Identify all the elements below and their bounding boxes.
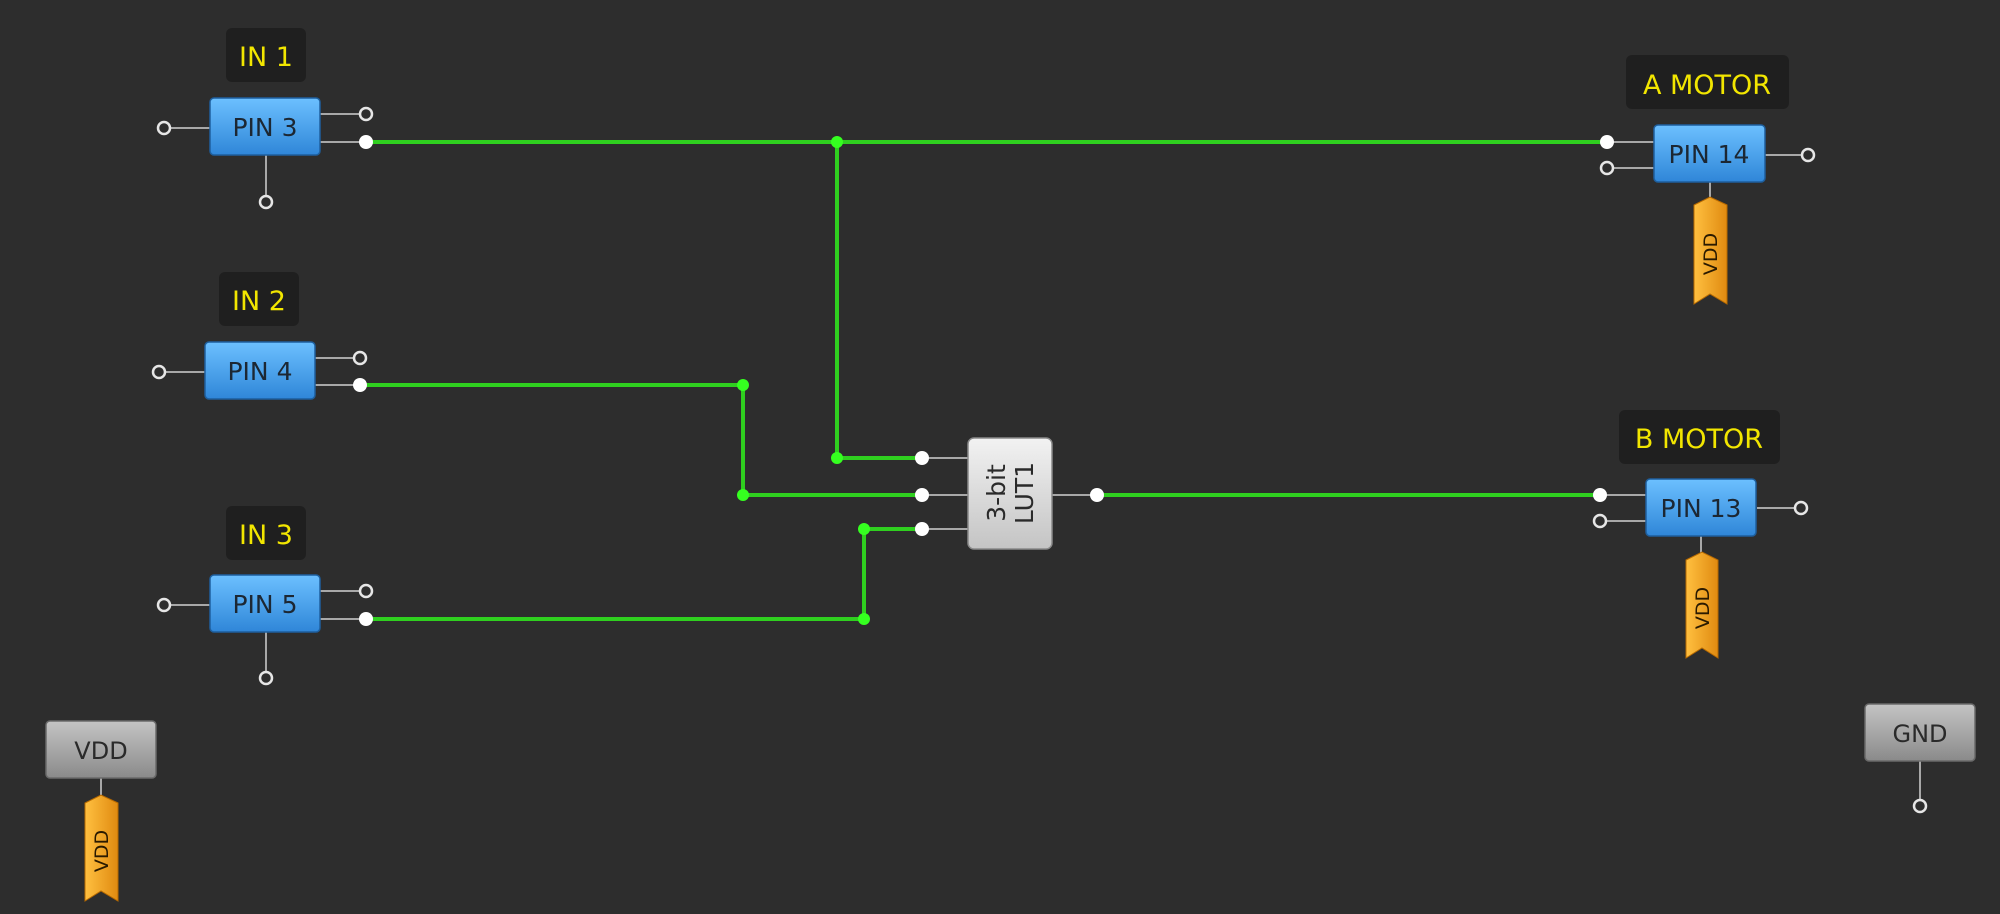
output-block-b-motor[interactable]: B MOTOR PIN 13 VDD [1592,410,1809,659]
wire-junction [858,523,870,535]
pin-label: PIN 5 [232,590,297,619]
pin-block[interactable] [209,574,321,633]
input-label: IN 3 [239,520,293,551]
pin-input-connector[interactable] [1593,488,1607,502]
input-label-box [219,272,299,326]
pin-terminal[interactable] [156,120,172,136]
pin-label: PIN 13 [1661,494,1742,523]
pin-output-connector[interactable] [359,135,373,149]
wires [360,136,1607,625]
pin-terminal[interactable] [156,597,172,613]
lut-label-line1: 3-bit [982,464,1011,522]
lut-output-connector[interactable] [1090,488,1104,502]
pin-block[interactable] [1653,124,1766,183]
input-block-in2[interactable]: IN 2 PIN 4 [151,272,368,400]
pin-label: PIN 3 [232,113,297,142]
pin-block[interactable] [1645,478,1757,537]
vdd-block[interactable]: VDD VDD [45,720,157,902]
pin-terminal[interactable] [258,670,274,686]
pin-label: PIN 4 [227,357,292,386]
pin-output-connector[interactable] [353,378,367,392]
lut-input-connector[interactable] [915,488,929,502]
wire-junction [831,136,843,148]
pin-block[interactable] [209,97,321,156]
lut-label-line2: LUT1 [1010,462,1039,524]
gnd-block[interactable]: GND [1864,703,1976,814]
wire-pin4-to-lut-in2 [360,383,922,497]
vdd-tag-label: VDD [91,830,113,872]
pin-terminal[interactable] [358,106,374,122]
pin-terminal[interactable] [1592,513,1608,529]
output-label-box [1626,55,1789,109]
vdd-supply-tag [1693,196,1728,305]
wire-pin3-to-lut-in1 [835,142,922,460]
vdd-supply-tag [84,794,119,902]
vdd-tag-label: VDD [1700,233,1722,275]
input-block-in3[interactable]: IN 3 PIN 5 [156,506,374,686]
vdd-tag-label: VDD [1692,587,1714,629]
wire-junction [737,379,749,391]
output-label: B MOTOR [1635,424,1763,455]
lut-body[interactable] [967,437,1053,550]
pin-terminal[interactable] [151,364,167,380]
lut-input-connector[interactable] [915,451,929,465]
input-block-in1[interactable]: IN 1 PIN 3 [156,28,374,210]
output-label: A MOTOR [1643,70,1771,101]
vdd-body[interactable] [45,720,157,779]
lut-block[interactable]: 3-bit LUT1 [915,437,1104,550]
pin-terminal[interactable] [352,350,368,366]
pin-block[interactable] [204,341,316,400]
pin-terminal[interactable] [1793,500,1809,516]
pin-terminal[interactable] [358,583,374,599]
wire-junction [831,452,843,464]
pin-label: PIN 14 [1669,140,1750,169]
wire-junction [858,613,870,625]
input-label-box [226,28,306,82]
pin-output-connector[interactable] [359,612,373,626]
pin-terminal[interactable] [258,194,274,210]
output-label-box [1619,410,1780,464]
gnd-body[interactable] [1864,703,1976,762]
pin-input-connector[interactable] [1600,135,1614,149]
input-label-box [226,506,306,560]
pin-terminal[interactable] [1912,798,1928,814]
gnd-label: GND [1892,720,1947,748]
vdd-label: VDD [74,737,127,765]
pin-terminal[interactable] [1599,160,1615,176]
vdd-supply-tag [1685,551,1719,659]
input-label: IN 1 [239,42,293,73]
pin-terminal[interactable] [1800,147,1816,163]
lut-input-connector[interactable] [915,522,929,536]
wire-pin5-to-lut-in3 [366,527,922,621]
output-block-a-motor[interactable]: A MOTOR PIN 14 VDD [1599,55,1816,305]
wire-junction [737,489,749,501]
input-label: IN 2 [232,286,286,317]
